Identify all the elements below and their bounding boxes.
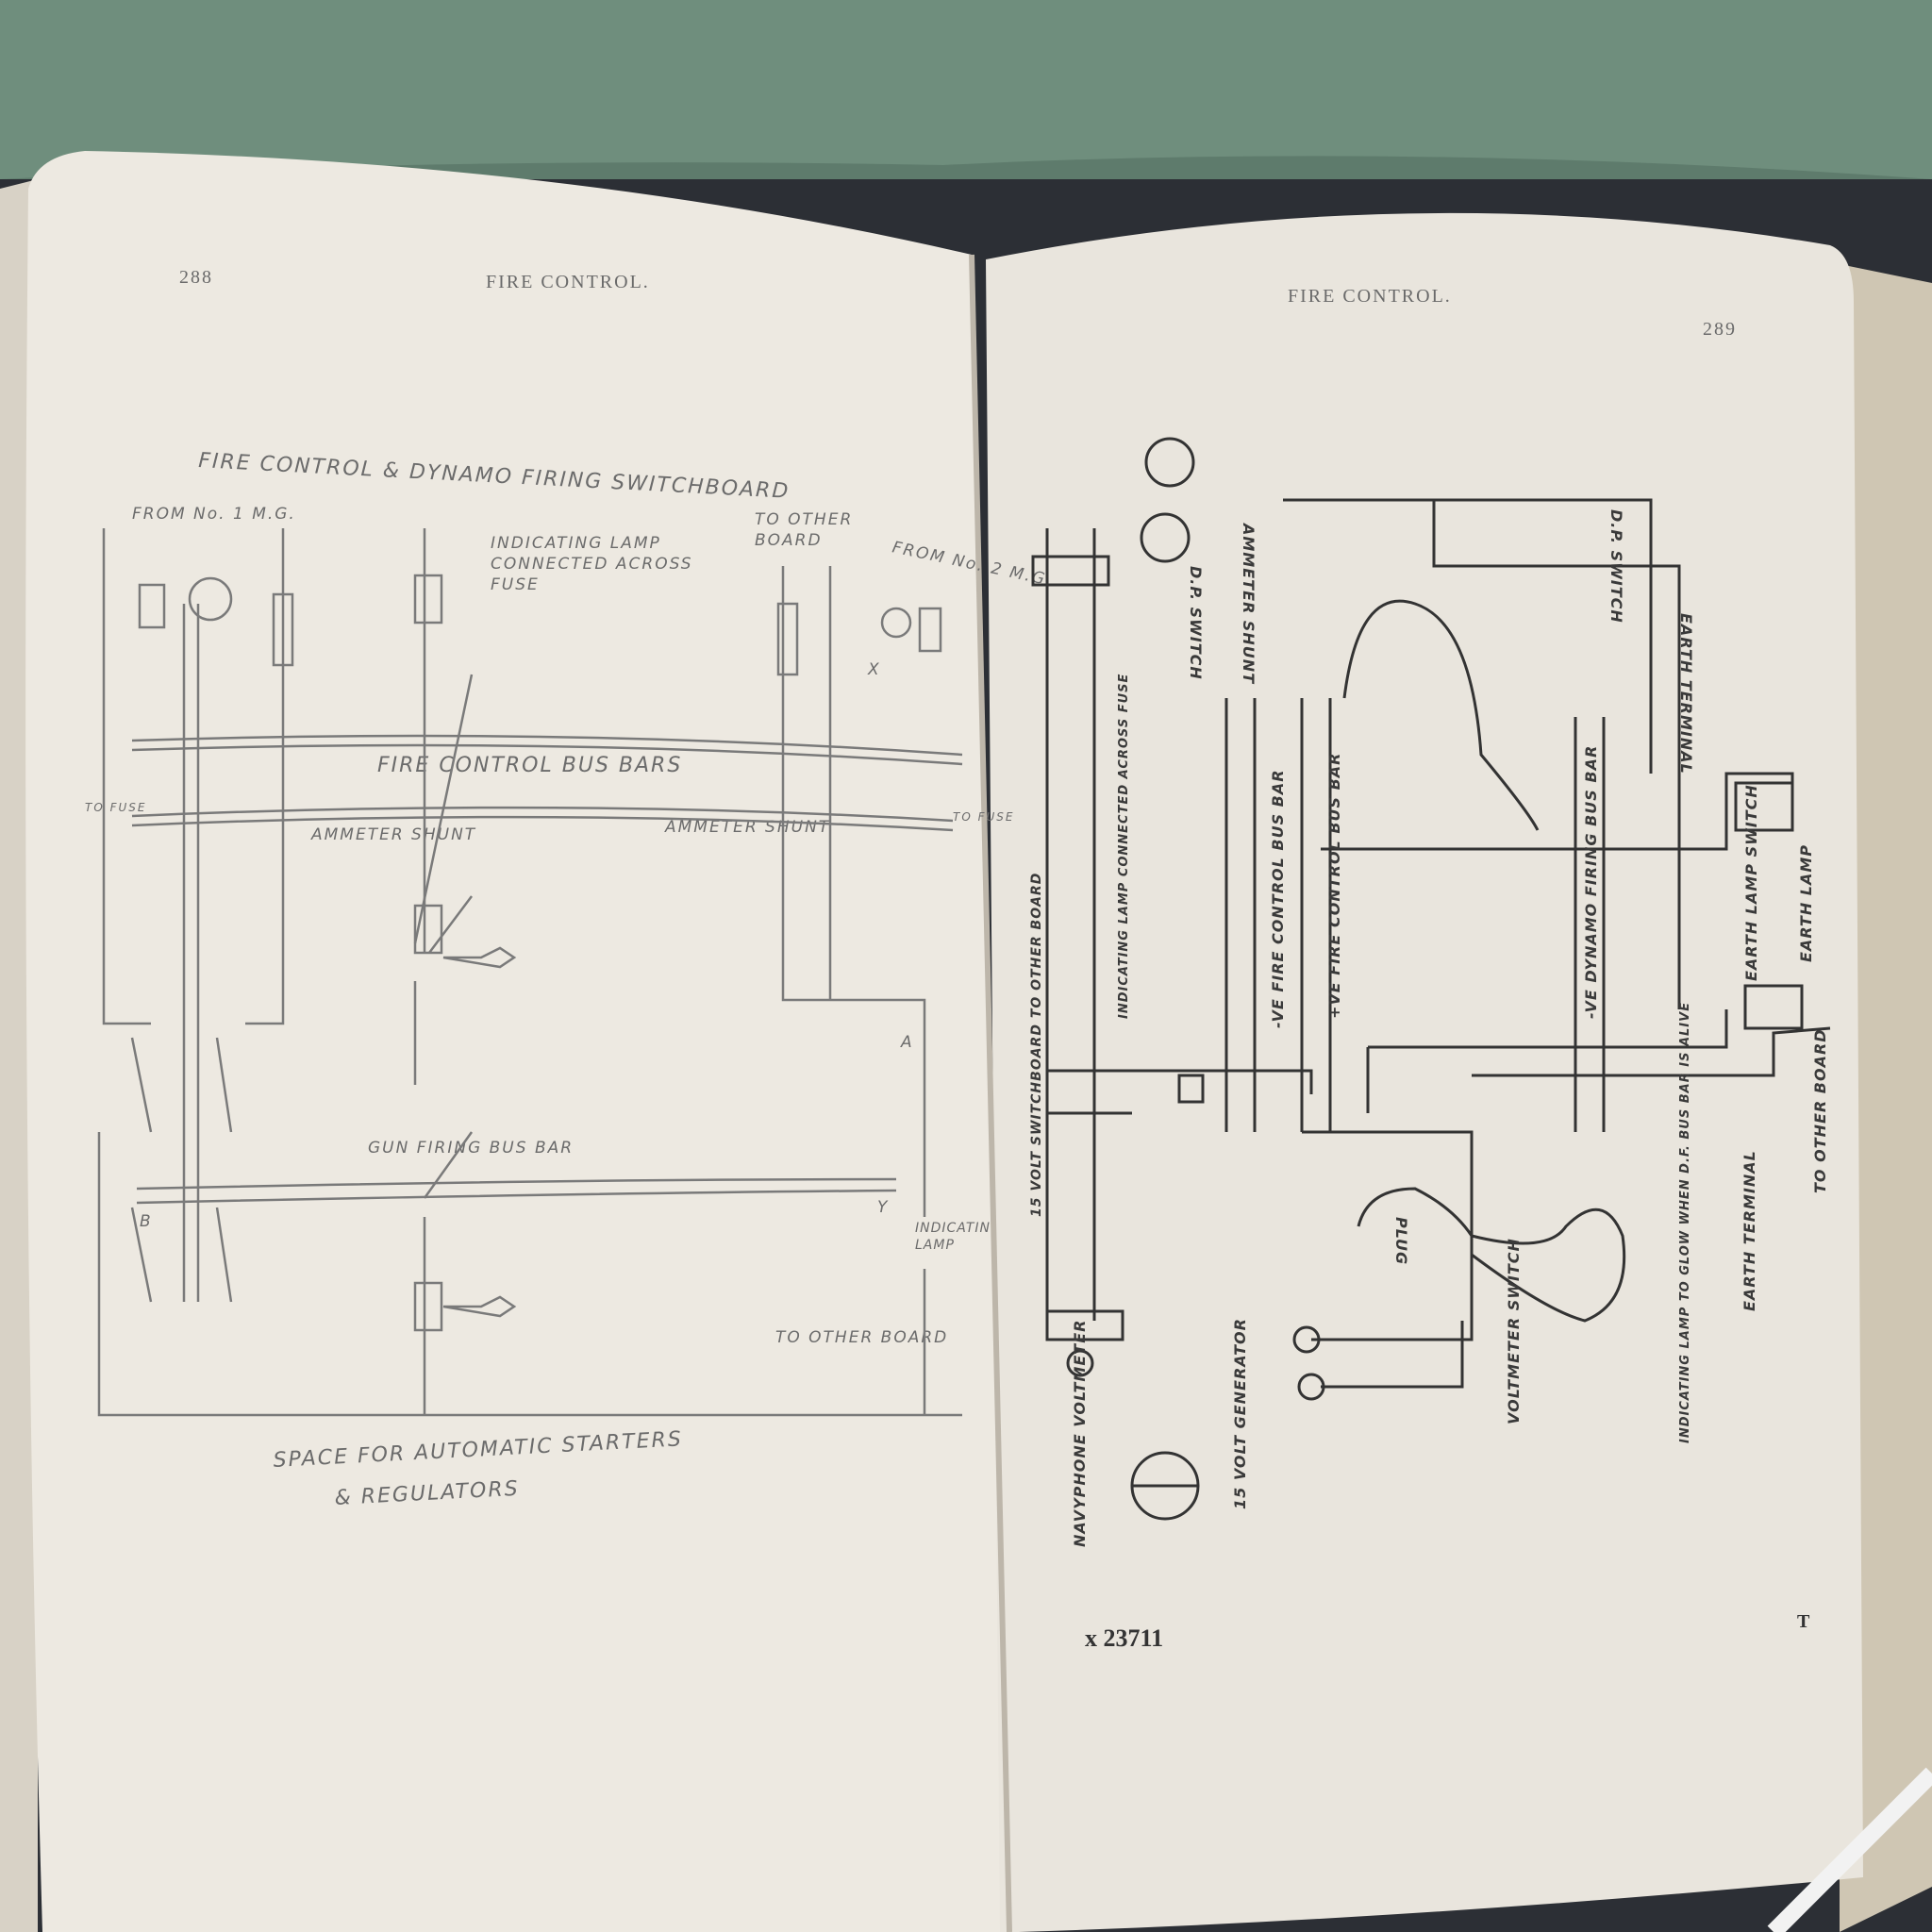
- label-to-other-board: TO OTHER BOARD: [1811, 1028, 1829, 1193]
- label-15v-switchboard: 15 VOLT SWITCHBOARD TO OTHER BOARD: [1029, 873, 1044, 1217]
- mark-y: Y: [877, 1198, 889, 1217]
- label-pos-fire-control-bus: +VE FIRE CONTROL BUS BAR: [1325, 752, 1343, 1019]
- footer-code: x 23711: [1085, 1624, 1163, 1652]
- label-gun-firing-bus-bar: GUN FIRING BUS BAR: [368, 1139, 574, 1158]
- label-earth-terminal-top: EARTH TERMINAL: [1677, 613, 1695, 774]
- label-to-other-board-top-box: TO OTHER BOARD: [755, 510, 854, 550]
- label-to-other-board-bottom: TO OTHER BOARD: [775, 1328, 948, 1347]
- page-number-right: 289: [1703, 319, 1737, 340]
- fabric-fold: [0, 0, 1932, 179]
- label-from-mg1: FROM No. 1 M.G.: [132, 505, 296, 524]
- label-dp-switch-right: D.P. SWITCH: [1607, 509, 1625, 624]
- label-voltmeter-switch: VOLTMETER SWITCH: [1505, 1238, 1523, 1424]
- label-indicating-lamp-fuse-left: INDICATING LAMP CONNECTED ACROSS FUSE: [491, 534, 693, 594]
- label-fire-control-bus-bars: FIRE CONTROL BUS BARS: [377, 754, 682, 777]
- left-wiring-diagram: [97, 528, 963, 1417]
- label-earth-lamp: EARTH LAMP: [1797, 844, 1815, 962]
- footer-signature: T: [1797, 1611, 1810, 1632]
- mark-b: B: [140, 1212, 153, 1231]
- label-ammeter-shunt-left: AMMETER SHUNT: [310, 825, 476, 844]
- label-indicating-lamp: INDICATING LAMP: [915, 1221, 991, 1253]
- mark-a: A: [900, 1033, 914, 1052]
- book-edge-right: [1840, 264, 1932, 1932]
- label-15v-generator: 15 VOLT GENERATOR: [1231, 1318, 1249, 1509]
- label-indicating-lamp-df: INDICATING LAMP TO GLOW WHEN D.F. BUS BA…: [1678, 1002, 1692, 1443]
- mark-x: X: [867, 660, 881, 679]
- left-page: [25, 151, 1015, 1932]
- label-dp-switch-left: D.P. SWITCH: [1187, 566, 1205, 680]
- label-earth-lamp-switch: EARTH LAMP SWITCH: [1742, 784, 1760, 981]
- page-number-left: 288: [179, 267, 213, 288]
- running-head-left: FIRE CONTROL.: [486, 272, 650, 292]
- label-indicating-lamp-fuse-right: INDICATING LAMP CONNECTED ACROSS FUSE: [1117, 674, 1131, 1019]
- label-ammeter-shunt-right-page: AMMETER SHUNT: [1240, 522, 1257, 684]
- label-indicating-lamp-fuse-left-box: INDICATING LAMP CONNECTED ACROSS FUSE: [491, 534, 693, 594]
- label-to-fuse-left: TO FUSE: [85, 801, 146, 814]
- label-indicating-lamp-box: INDICATING LAMP: [915, 1221, 991, 1253]
- running-head-right: FIRE CONTROL.: [1288, 286, 1452, 307]
- label-navyphone-voltmeter: NAVYPHONE VOLTMETER: [1071, 1320, 1089, 1547]
- label-to-fuse-right: TO FUSE: [953, 810, 1014, 824]
- label-plug: PLUG: [1392, 1217, 1410, 1265]
- label-neg-fire-control-bus: -VE FIRE CONTROL BUS BAR: [1269, 769, 1287, 1028]
- cable: [1767, 1767, 1932, 1932]
- label-to-other-board-top: TO OTHER BOARD: [755, 510, 854, 550]
- right-page: [986, 212, 1863, 1932]
- gutter: [969, 254, 1012, 1932]
- label-dynamo-firing-bus: -VE DYNAMO FIRING BUS BAR: [1582, 745, 1600, 1019]
- label-earth-terminal-bottom: EARTH TERMINAL: [1740, 1150, 1758, 1311]
- right-wiring-diagram: [1031, 437, 1831, 1521]
